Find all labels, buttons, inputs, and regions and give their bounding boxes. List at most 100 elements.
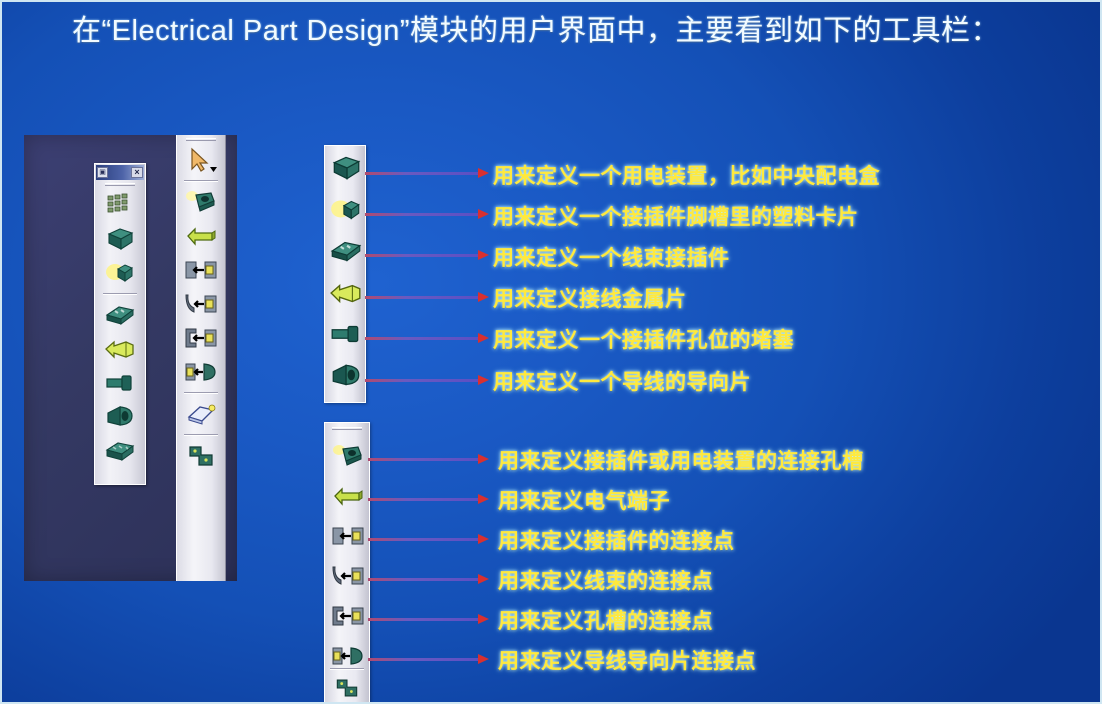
float-tool-terminal[interactable] bbox=[97, 332, 143, 366]
bundle-connector-icon bbox=[330, 241, 362, 262]
callout-label: 用来定义接线金属片 bbox=[493, 288, 687, 311]
cavity-clip-icon bbox=[106, 264, 134, 282]
floating-toolbar-titlebar[interactable]: ▣ × bbox=[96, 165, 144, 180]
multi-part-grid-icon bbox=[107, 193, 128, 213]
callout-label: 用来定义线束的连接点 bbox=[498, 570, 713, 593]
equipment-cube-icon bbox=[332, 156, 361, 180]
float-tool-cavity-plug[interactable] bbox=[97, 366, 143, 400]
callout-arrow bbox=[368, 614, 489, 624]
callout-label: 用来定义一个用电装置，比如中央配电盒 bbox=[493, 165, 880, 188]
callout-arrow bbox=[368, 494, 489, 504]
float-tool-cavity-clip[interactable] bbox=[97, 256, 143, 290]
dock-toolbar[interactable] bbox=[176, 135, 226, 581]
callout-icon-connection-cavity[interactable] bbox=[328, 440, 368, 472]
header-text-content: 在“Electrical Part Design”模块的用户界面中，主要看到如下… bbox=[72, 15, 1001, 47]
dock-tool-cp-guide[interactable] bbox=[178, 355, 224, 389]
select-arrow-icon bbox=[191, 147, 217, 172]
screenshot-panel: ▣ × bbox=[24, 135, 237, 581]
callout-arrow bbox=[365, 250, 489, 260]
callout-label: 用来定义导线导向片连接点 bbox=[498, 650, 756, 673]
float-tool-bundle-connector[interactable] bbox=[97, 298, 143, 332]
float-tool-grid[interactable] bbox=[97, 188, 143, 222]
callout-arrow bbox=[365, 292, 489, 302]
callout-icon-cp-guide[interactable] bbox=[328, 640, 368, 672]
wire-guide-connection-point-icon bbox=[185, 363, 216, 381]
toolbar-grip[interactable] bbox=[332, 427, 362, 430]
dock-tool-terminal[interactable] bbox=[178, 219, 224, 253]
cavity-connection-point-icon bbox=[185, 328, 217, 348]
float-tool-wire-guide[interactable] bbox=[97, 400, 143, 434]
callout-arrow bbox=[368, 454, 489, 464]
toolbar-separator bbox=[103, 293, 137, 295]
cavity-clip-icon bbox=[331, 200, 360, 220]
wire-guide-icon bbox=[107, 406, 133, 426]
callout-icon-equipment-cube[interactable] bbox=[326, 152, 366, 184]
callout-icon-cp-connector[interactable] bbox=[328, 520, 368, 552]
toolbar-separator bbox=[330, 668, 364, 670]
callout-icon-electrical-terminal[interactable] bbox=[328, 480, 368, 512]
float-tool-equipment-cube[interactable] bbox=[97, 222, 143, 256]
connector-connection-point-icon bbox=[332, 527, 364, 545]
shape-icon bbox=[336, 679, 358, 697]
dock-tool-cp-bundle[interactable] bbox=[178, 287, 224, 321]
callout-label: 用来定义一个接插件孔位的堵塞 bbox=[493, 329, 794, 352]
dock-tool-plate[interactable] bbox=[178, 397, 224, 431]
cavity-plug-icon bbox=[106, 375, 132, 391]
electrical-terminal-icon bbox=[334, 487, 363, 506]
callout-label: 用来定义接插件或用电装置的连接孔槽 bbox=[498, 450, 864, 473]
callout-arrow bbox=[368, 654, 489, 664]
callout-toolbar-strip-group1 bbox=[324, 145, 366, 403]
toolbar-grip[interactable] bbox=[105, 183, 135, 186]
partial-tool-shape[interactable] bbox=[332, 676, 362, 702]
callout-arrow bbox=[365, 375, 489, 385]
close-icon[interactable]: × bbox=[131, 167, 143, 178]
callout-arrow bbox=[368, 574, 489, 584]
callout-icon-bundle-connector[interactable] bbox=[326, 235, 366, 267]
callout-label: 用来定义孔槽的连接点 bbox=[498, 610, 713, 633]
callout-label: 用来定义接插件的连接点 bbox=[498, 530, 735, 553]
dock-tool-cp-connector[interactable] bbox=[178, 253, 224, 287]
equipment-cube-icon bbox=[107, 228, 134, 251]
plate-icon bbox=[187, 404, 216, 425]
callout-icon-cavity-plug[interactable] bbox=[326, 318, 366, 350]
page-title: 在“Electrical Part Design”模块的用户界面中，主要看到如下… bbox=[28, 8, 1078, 54]
callout-label: 用来定义一个接插件脚槽里的塑料卡片 bbox=[493, 206, 859, 229]
callout-arrow bbox=[368, 534, 489, 544]
dock-tool-shape[interactable] bbox=[178, 439, 224, 473]
callout-label: 用来定义一个线束接插件 bbox=[493, 247, 730, 270]
callout-icon-cp-bundle[interactable] bbox=[328, 560, 368, 592]
toolbar-grip[interactable] bbox=[186, 138, 216, 141]
cavity-plug-icon bbox=[331, 325, 359, 343]
callout-label: 用来定义一个导线的导向片 bbox=[493, 371, 751, 394]
electrical-terminal-icon bbox=[187, 227, 216, 246]
callout-arrow bbox=[365, 209, 489, 219]
toolbar-separator bbox=[184, 392, 218, 394]
callout-label: 用来定义电气端子 bbox=[498, 490, 670, 513]
connector-connection-point-icon bbox=[185, 261, 217, 279]
shape-icon bbox=[189, 446, 213, 466]
callout-icon-wire-guide[interactable] bbox=[326, 360, 366, 392]
wire-guide-icon bbox=[332, 364, 360, 386]
dock-tool-cp-cavity[interactable] bbox=[178, 321, 224, 355]
bundle-connection-point-icon bbox=[185, 294, 217, 313]
toolbar-separator bbox=[184, 180, 218, 182]
toolbar-separator bbox=[184, 434, 218, 436]
floating-toolbar-window[interactable]: ▣ × bbox=[94, 163, 146, 485]
dock-tool-cavity[interactable] bbox=[178, 185, 224, 219]
float-tool-shell[interactable] bbox=[97, 434, 143, 468]
callout-arrow bbox=[365, 333, 489, 343]
shell-icon bbox=[105, 442, 135, 461]
terminal-metal-icon bbox=[330, 284, 361, 304]
toolbar-window-icon: ▣ bbox=[97, 167, 108, 178]
wire-guide-connection-point-icon bbox=[332, 647, 363, 665]
callout-icon-cp-cavity[interactable] bbox=[328, 600, 368, 632]
terminal-metal-icon bbox=[105, 340, 134, 359]
connection-cavity-icon bbox=[186, 191, 215, 212]
callout-icon-cavity-clip[interactable] bbox=[326, 194, 366, 226]
dock-tool-select-arrow[interactable] bbox=[178, 143, 224, 177]
connection-cavity-icon bbox=[333, 445, 362, 466]
cavity-connection-point-icon bbox=[332, 606, 364, 626]
callout-arrow bbox=[365, 168, 489, 178]
callout-icon-terminal[interactable] bbox=[326, 277, 366, 309]
